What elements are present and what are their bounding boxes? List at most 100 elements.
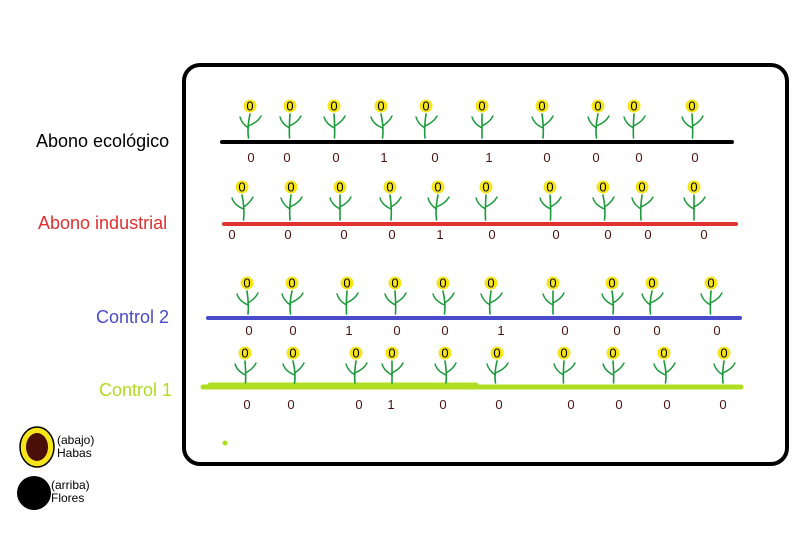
- plant-leaf: [486, 363, 497, 376]
- plant-leaf: [281, 293, 292, 306]
- seed-marker: [484, 276, 498, 290]
- bottom-count: 1: [485, 150, 492, 165]
- plant-leaf: [612, 292, 624, 304]
- top-count: 0: [720, 346, 727, 361]
- plant-leaf: [336, 293, 348, 306]
- top-count: 0: [487, 276, 494, 291]
- plant-leaf: [603, 196, 615, 208]
- plant-stem: [244, 360, 247, 384]
- bottom-count: 0: [340, 227, 347, 242]
- plant-leaf: [445, 362, 457, 374]
- seed-marker: [436, 276, 450, 290]
- plant-leaf: [691, 115, 704, 127]
- bottom-count: 0: [355, 397, 362, 412]
- plant-leaf: [391, 362, 404, 374]
- plant-leaf: [722, 362, 736, 374]
- plant-leaf: [562, 362, 576, 374]
- bottom-count: 0: [613, 323, 620, 338]
- row-label-control2: Control 2: [96, 307, 170, 327]
- plant-leaf: [475, 197, 487, 210]
- plant-leaf: [381, 363, 393, 376]
- plant-leaf: [239, 116, 250, 129]
- bottom-count: 0: [245, 323, 252, 338]
- seed-marker: [349, 346, 363, 360]
- plant-stem: [380, 113, 384, 139]
- top-count: 0: [609, 346, 616, 361]
- seed-marker: [543, 180, 557, 194]
- seed-marker: [606, 346, 620, 360]
- plant-leaf: [632, 115, 646, 127]
- plant-stem: [541, 113, 545, 139]
- plant-leaf: [432, 293, 446, 306]
- plant: 0: [329, 180, 352, 221]
- bottom-count: 0: [332, 150, 339, 165]
- top-count: 0: [478, 99, 485, 114]
- seed-marker: [596, 180, 610, 194]
- top-count: 0: [599, 180, 606, 195]
- plant-leaf: [484, 196, 498, 208]
- seed-marker: [475, 99, 489, 113]
- seed-marker: [419, 99, 433, 113]
- top-count: 0: [434, 180, 441, 195]
- seed-marker: [235, 180, 249, 194]
- seed-marker: [238, 346, 252, 360]
- plant-leaf: [236, 293, 249, 306]
- seed-marker: [479, 180, 493, 194]
- seed-marker: [645, 276, 659, 290]
- plant-leaf: [649, 292, 664, 304]
- plant-stem: [612, 360, 615, 384]
- top-count: 0: [287, 180, 294, 195]
- plant-leaf: [345, 292, 359, 304]
- legend-haba: [19, 426, 55, 468]
- plant-leaf: [664, 362, 676, 374]
- plant-leaf: [592, 197, 606, 210]
- top-count: 0: [482, 180, 489, 195]
- plant-leaf: [354, 362, 368, 374]
- plant: 0: [231, 180, 254, 221]
- plant-leaf: [713, 363, 724, 376]
- plant: 0: [553, 346, 576, 384]
- plant-leaf: [345, 363, 356, 376]
- plant: 0: [239, 99, 262, 139]
- seed-marker: [333, 180, 347, 194]
- plant-leaf: [323, 116, 336, 129]
- plant-leaf: [424, 115, 438, 127]
- bottom-count: 0: [604, 227, 611, 242]
- plant-stem: [663, 360, 667, 384]
- bottom-count: 0: [561, 323, 568, 338]
- plant: 0: [282, 346, 305, 384]
- plant-leaf: [683, 197, 695, 210]
- legend-flor-position: (arriba): [51, 478, 90, 492]
- plant-leaf: [693, 196, 706, 208]
- bottom-count: 0: [663, 397, 670, 412]
- plot-frame: [182, 63, 789, 466]
- plant: 0: [281, 276, 304, 315]
- bottom-count: 0: [713, 323, 720, 338]
- top-count: 0: [238, 180, 245, 195]
- plant: 0: [471, 99, 494, 139]
- plant: 0: [601, 276, 624, 315]
- bottom-count: 0: [543, 150, 550, 165]
- plant-leaf: [542, 293, 554, 306]
- bottom-count: 0: [388, 227, 395, 242]
- top-count: 0: [289, 346, 296, 361]
- seed-marker: [546, 276, 560, 290]
- bottom-count: 0: [284, 227, 291, 242]
- top-count: 0: [343, 276, 350, 291]
- seed-marker: [283, 99, 297, 113]
- plant-stem: [423, 113, 427, 139]
- top-count: 0: [648, 276, 655, 291]
- top-count: 0: [352, 346, 359, 361]
- bottom-count: 0: [431, 150, 438, 165]
- legend-haba-text: (abajo) Habas: [57, 434, 94, 460]
- plant-leaf: [595, 115, 610, 127]
- seed-marker: [687, 180, 701, 194]
- bottom-count: 0: [289, 323, 296, 338]
- seed-marker: [374, 99, 388, 113]
- seed-marker: [685, 99, 699, 113]
- plant-leaf: [435, 196, 450, 208]
- plant: 0: [432, 276, 455, 315]
